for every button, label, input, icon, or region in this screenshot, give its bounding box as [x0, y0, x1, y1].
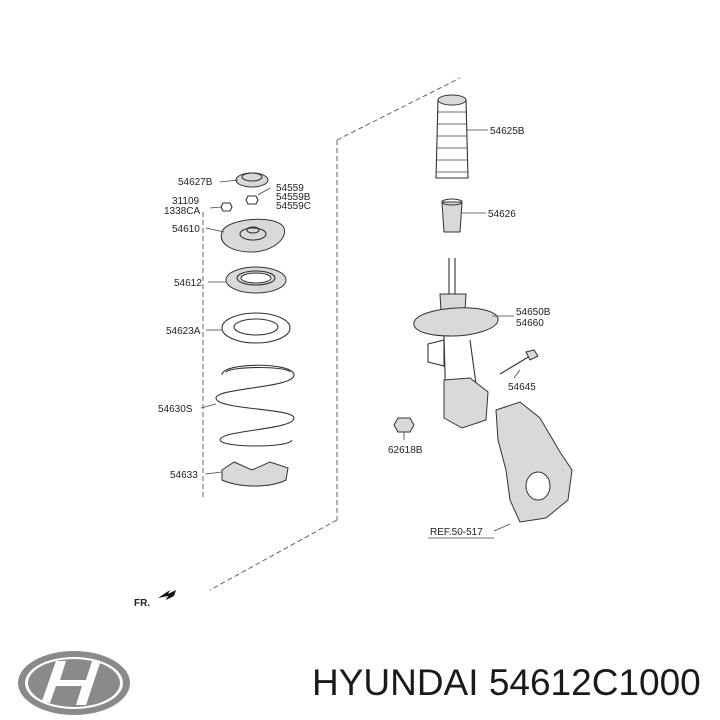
- label-54623A: 54623A: [166, 326, 201, 337]
- part-54626: [441, 198, 463, 233]
- part-54650B-strut: [413, 258, 499, 429]
- front-arrow-icon: [158, 590, 176, 600]
- label-54645: 54645: [508, 382, 536, 393]
- label-1338CA: 1338CA: [164, 206, 200, 217]
- label-54559C: 54559C: [276, 201, 311, 212]
- part-54625B: [435, 94, 469, 179]
- label-54660: 54660: [516, 318, 544, 329]
- part-54610: [220, 218, 286, 253]
- label-54559B: 54559B: [276, 192, 311, 203]
- caption-text: HYUNDAI 54612C1000: [312, 658, 714, 708]
- part-54627B: [235, 172, 269, 188]
- part-62618B: [393, 417, 415, 433]
- part-54630S: [215, 364, 295, 447]
- label-54625B: 54625B: [490, 126, 525, 137]
- part-31109: [220, 202, 233, 212]
- part-54612: [225, 266, 287, 294]
- hyundai-logo-icon: [18, 651, 130, 715]
- label-54612: 54612: [174, 278, 202, 289]
- label-54627B: 54627B: [178, 177, 213, 188]
- label-54610: 54610: [172, 224, 200, 235]
- caption-part-number: 54612C1000: [488, 662, 701, 703]
- label-54626: 54626: [488, 209, 516, 220]
- label-54633: 54633: [170, 470, 198, 481]
- label-54630S: 54630S: [158, 404, 193, 415]
- label-ref-50-517: REF.50-517: [430, 527, 483, 538]
- label-31109: 31109: [172, 196, 200, 207]
- part-54645: [499, 349, 539, 375]
- part-54633: [221, 461, 289, 487]
- leader-lines: [200, 129, 521, 532]
- label-54650B: 54650B: [516, 307, 551, 318]
- label-front: FR.: [134, 598, 150, 609]
- label-54559: 54559: [276, 183, 304, 194]
- steering-knuckle: [495, 401, 573, 523]
- dashed-frame: [202, 77, 461, 591]
- part-54559: [245, 195, 259, 205]
- caption-brand: HYUNDAI: [312, 662, 479, 703]
- part-54623A: [221, 312, 291, 344]
- label-62618B: 62618B: [388, 445, 423, 456]
